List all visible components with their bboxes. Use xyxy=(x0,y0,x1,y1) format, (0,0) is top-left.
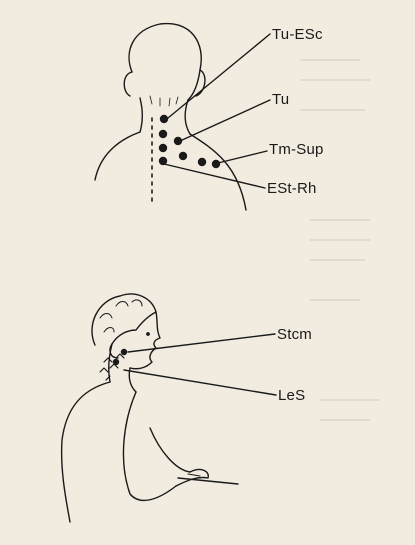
label-tu: Tu xyxy=(272,91,289,108)
label-tm-sup: Tm-Sup xyxy=(269,141,324,158)
leader-stcm xyxy=(128,334,275,352)
leader-tu xyxy=(180,100,270,141)
back xyxy=(62,382,110,522)
neck-marks xyxy=(100,354,124,380)
label-les: LeS xyxy=(278,387,305,404)
side-view-figure xyxy=(62,294,276,522)
back-view-figure xyxy=(95,24,270,210)
trigger-points xyxy=(159,115,220,168)
upper-arm xyxy=(123,392,176,500)
neck-left xyxy=(140,98,142,132)
paper-texture xyxy=(300,60,380,420)
forearm xyxy=(150,428,190,472)
head-outline xyxy=(129,24,201,100)
leader-tu-esc xyxy=(168,34,270,118)
left-shoulder xyxy=(95,132,140,180)
leader-tm-sup xyxy=(218,151,267,163)
leader-les xyxy=(124,370,276,395)
neck-right xyxy=(185,100,190,134)
label-est-rh: ESt-Rh xyxy=(267,180,317,197)
label-tu-esc: Tu-ESc xyxy=(272,26,323,43)
left-ear xyxy=(124,72,132,96)
label-stcm: Stcm xyxy=(277,326,312,343)
